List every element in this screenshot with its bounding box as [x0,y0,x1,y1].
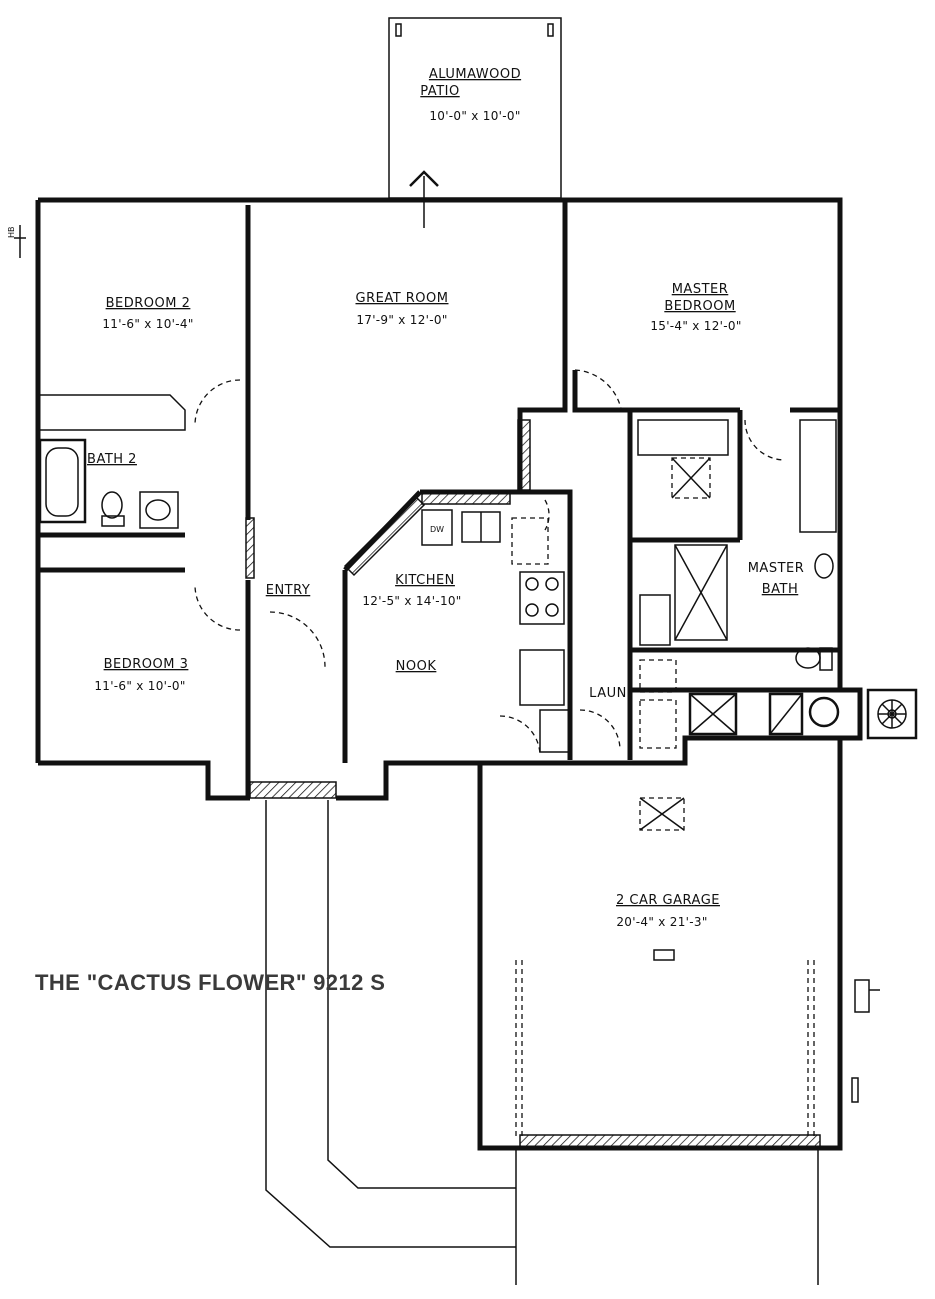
master-bath-fixtures [637,419,837,671]
bedroom2-size: 11'-6" x 10'-4" [102,317,193,331]
walkways [265,800,819,1285]
patio-name-2: PATIO [420,84,459,99]
plan-title: THE "CACTUS FLOWER" 9212 S [35,970,385,995]
master-bedroom-size: 15'-4" x 12'-0" [650,319,741,333]
master-bath-name-1: MASTER [748,561,805,576]
svg-text:HB: HB [7,226,16,238]
garage-name: 2 CAR GARAGE [616,893,720,908]
great-room-size: 17'-9" x 12'-0" [356,313,447,327]
great-room-name: GREAT ROOM [356,291,449,306]
kitchen-fixtures: DW [421,509,571,753]
bath2-name: BATH 2 [87,452,137,467]
master-bath-name-2: BATH [762,582,799,597]
svg-text:DW: DW [430,525,444,534]
bath2-fixtures [38,394,186,529]
kitchen-size: 12'-5" x 14'-10" [362,594,461,608]
garage-fixtures [515,797,880,1140]
master-bedroom-name-2: BEDROOM [664,299,735,314]
nook-name: NOOK [396,659,437,674]
patio-size: 10'-0" x 10'-0" [429,109,520,123]
laundry-fixtures [639,659,840,749]
patio-name-1: ALUMAWOOD [429,67,521,82]
laundry-name: LAUN [589,686,627,701]
door-swings [194,369,786,757]
ac-unit-icon [866,688,918,740]
garage-size: 20'-4" x 21'-3" [616,915,707,929]
hatched-walls [245,419,821,1149]
bedroom3-name: BEDROOM 3 [104,657,189,672]
bedroom2-name: BEDROOM 2 [106,296,191,311]
bedroom3-size: 11'-6" x 10'-0" [94,679,185,693]
room-labels: ALUMAWOOD PATIO 10'-0" x 10'-0" BEDROOM … [87,67,804,929]
entry-name: ENTRY [266,583,311,598]
exterior-walls [35,197,863,1151]
patio [388,17,562,228]
hose-bib-icon: HB [7,225,26,258]
master-bedroom-name-1: MASTER [672,282,729,297]
kitchen-name: KITCHEN [395,573,455,588]
